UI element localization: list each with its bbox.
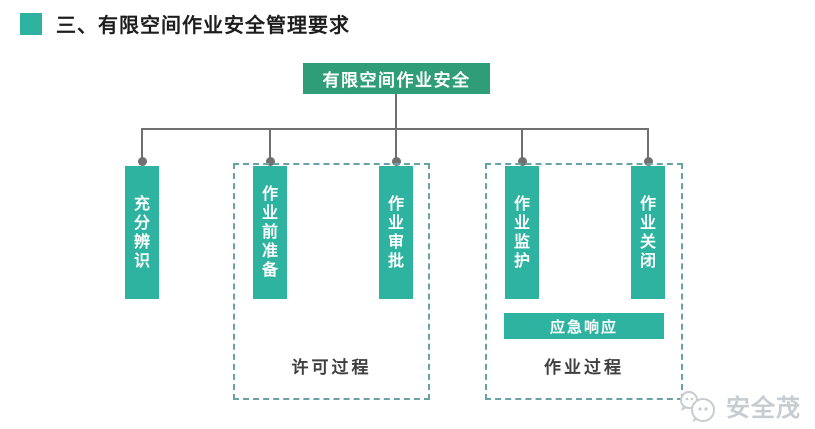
- node-work-monitoring: 作业监护: [505, 166, 539, 299]
- node-label: 作业前准备: [261, 186, 278, 279]
- connector-dot-3: [392, 157, 401, 166]
- connector-dot-1: [138, 157, 147, 166]
- node-label: 作业关闭: [639, 195, 656, 270]
- connector-horizontal-bus: [141, 128, 649, 130]
- group-operation-process: 应急响应 作业过程: [485, 163, 683, 400]
- title-bullet-square: [20, 12, 42, 35]
- connector-drop-4: [521, 130, 523, 158]
- watermark-text: 安全茂: [726, 395, 801, 422]
- connector-dot-2: [266, 157, 275, 166]
- chat-bubbles-icon: [680, 390, 715, 422]
- node-label: 作业监护: [513, 195, 530, 270]
- node-work-approval: 作业审批: [379, 166, 413, 299]
- slide-header: 三、有限空间作业安全管理要求: [20, 9, 350, 38]
- node-pre-work-preparation: 作业前准备: [253, 166, 287, 299]
- node-label: 作业审批: [387, 195, 404, 270]
- group-label-operation-process: 作业过程: [544, 358, 624, 377]
- page-title: 三、有限空间作业安全管理要求: [56, 15, 350, 37]
- connector-drop-5: [647, 130, 649, 158]
- connector-dot-5: [644, 157, 653, 166]
- connector-drop-2: [269, 130, 271, 158]
- group-permit-process: 许可过程: [233, 163, 430, 400]
- root-node-confined-space-safety: 有限空间作业安全: [303, 63, 490, 94]
- node-label: 充分辨识: [133, 195, 150, 270]
- emergency-response-badge: 应急响应: [504, 313, 664, 339]
- connector-dot-4: [518, 157, 527, 166]
- connector-root-vertical: [395, 94, 397, 160]
- node-work-closure: 作业关闭: [631, 166, 665, 299]
- watermark: 安全茂: [677, 388, 801, 423]
- node-sufficient-identification: 充分辨识: [125, 166, 159, 299]
- connector-drop-1: [141, 130, 143, 158]
- group-label-permit-process: 许可过程: [291, 358, 372, 377]
